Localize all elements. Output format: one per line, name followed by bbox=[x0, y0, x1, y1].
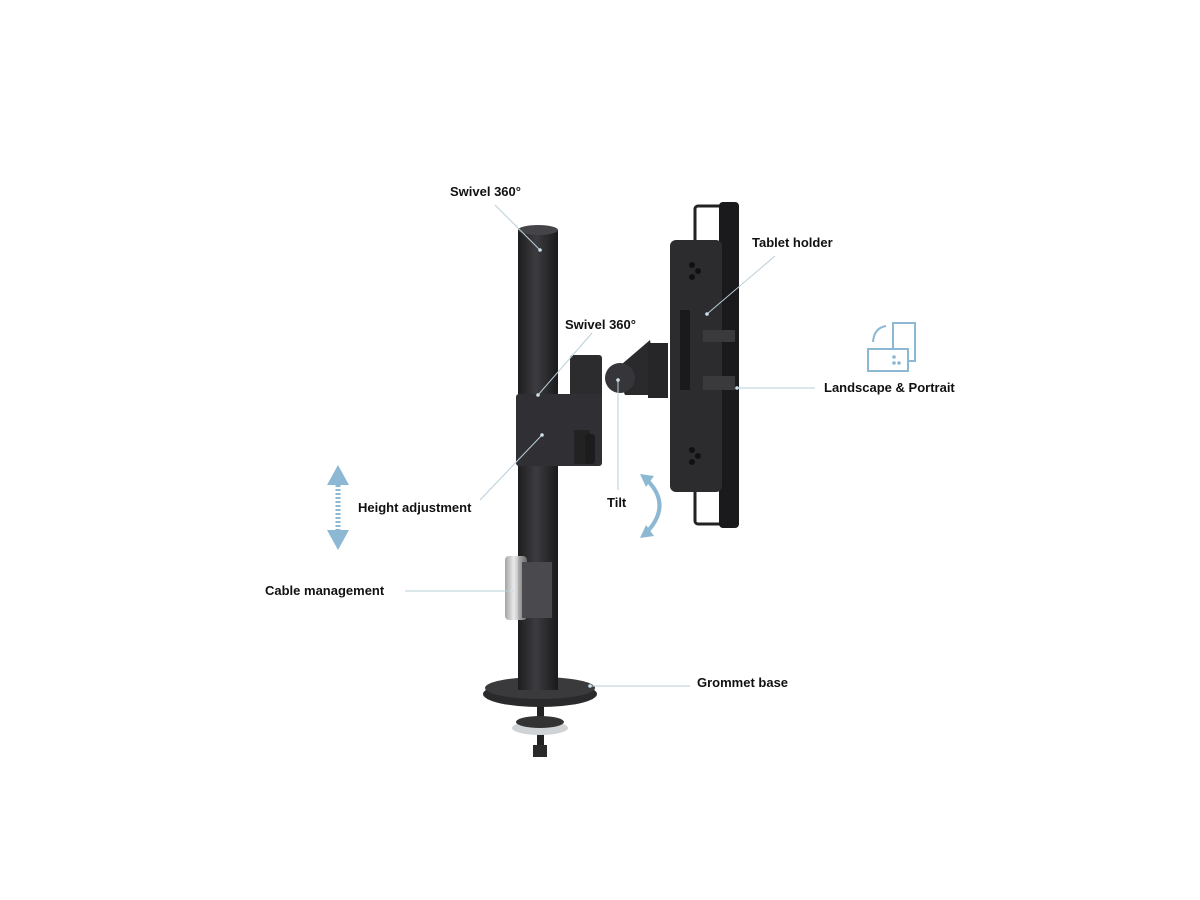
label-swivel-arm: Swivel 360° bbox=[565, 317, 636, 332]
landscape-portrait-icon bbox=[867, 322, 916, 372]
leader-lines bbox=[405, 204, 815, 687]
grommet-base bbox=[483, 677, 597, 757]
leader-dots bbox=[510, 248, 739, 688]
label-tablet-holder: Tablet holder bbox=[752, 235, 833, 250]
tablet-holder bbox=[670, 202, 739, 528]
tilt-arrow-icon bbox=[640, 474, 662, 538]
arm-assembly bbox=[516, 340, 668, 466]
label-swivel-top: Swivel 360° bbox=[450, 184, 521, 199]
label-height-adjustment: Height adjustment bbox=[358, 500, 472, 515]
label-tilt: Tilt bbox=[607, 495, 627, 510]
label-cable-management: Cable management bbox=[265, 583, 385, 598]
cable-clip bbox=[505, 556, 552, 620]
label-landscape-portrait: Landscape & Portrait bbox=[824, 380, 955, 395]
height-adjustment-arrow-icon bbox=[327, 465, 349, 550]
label-grommet-base: Grommet base bbox=[697, 675, 789, 690]
